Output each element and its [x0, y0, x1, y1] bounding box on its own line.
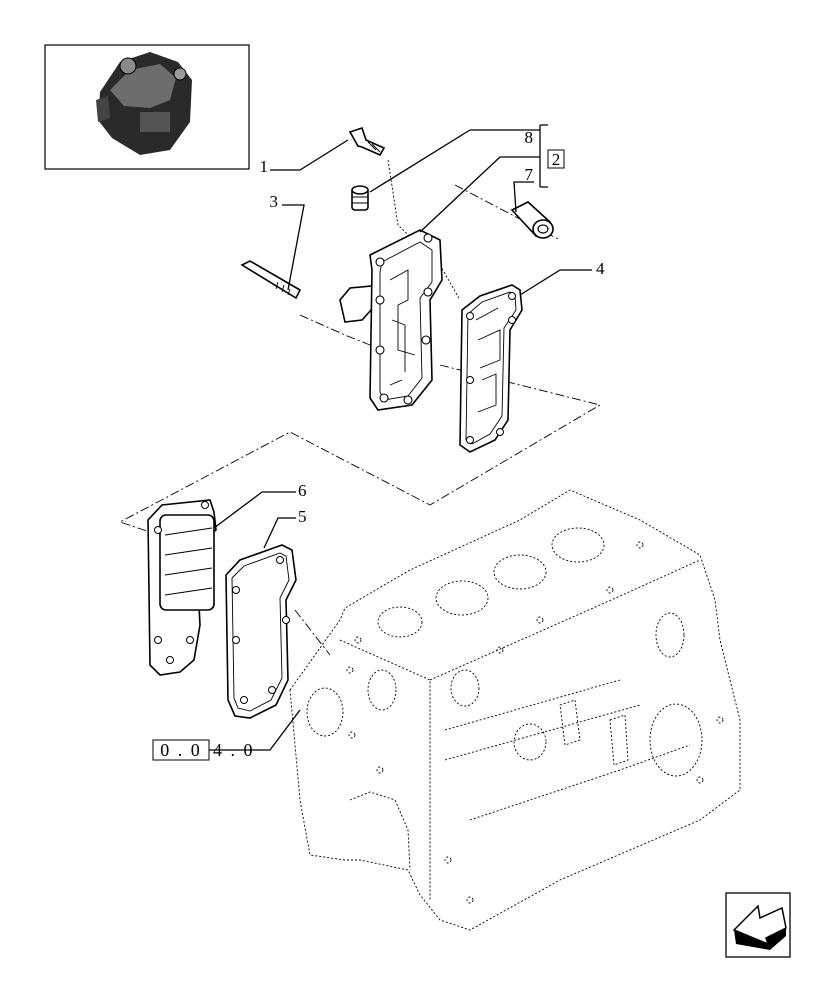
part-plug-8 [351, 185, 369, 211]
part-housing-2 [339, 229, 443, 411]
callout-7[interactable]: 7 [525, 165, 534, 184]
part-gasket-4 [459, 284, 523, 453]
callout-2-box[interactable]: 2 [547, 149, 565, 169]
reference-label[interactable]: 0 . 0 4 . 0 [152, 739, 255, 761]
leader-lines [208, 124, 592, 751]
callout-1[interactable]: 1 [260, 157, 269, 176]
part-bolt-1 [348, 126, 386, 157]
callout-3[interactable]: 3 [270, 192, 279, 211]
callout-4[interactable]: 4 [596, 259, 605, 278]
callout-8[interactable]: 8 [525, 128, 534, 147]
part-gasket-5 [225, 544, 297, 719]
engine-block [289, 489, 741, 931]
reference-rest: 4 . 0 [213, 740, 255, 760]
part-cooler-6 [147, 499, 217, 676]
engine-thumbnail-icon [96, 52, 192, 155]
engine-thumbnail[interactable] [44, 44, 250, 170]
nav-button[interactable] [725, 892, 791, 958]
reference-boxed: 0 . 0 [160, 740, 202, 760]
callout-6[interactable]: 6 [298, 481, 307, 500]
part-sleeve-7 [510, 201, 554, 239]
callout-5[interactable]: 5 [298, 507, 307, 526]
callout-2: 2 [552, 150, 561, 169]
part-long-bolt-3 [240, 260, 302, 300]
arrow-back-icon [732, 904, 787, 950]
